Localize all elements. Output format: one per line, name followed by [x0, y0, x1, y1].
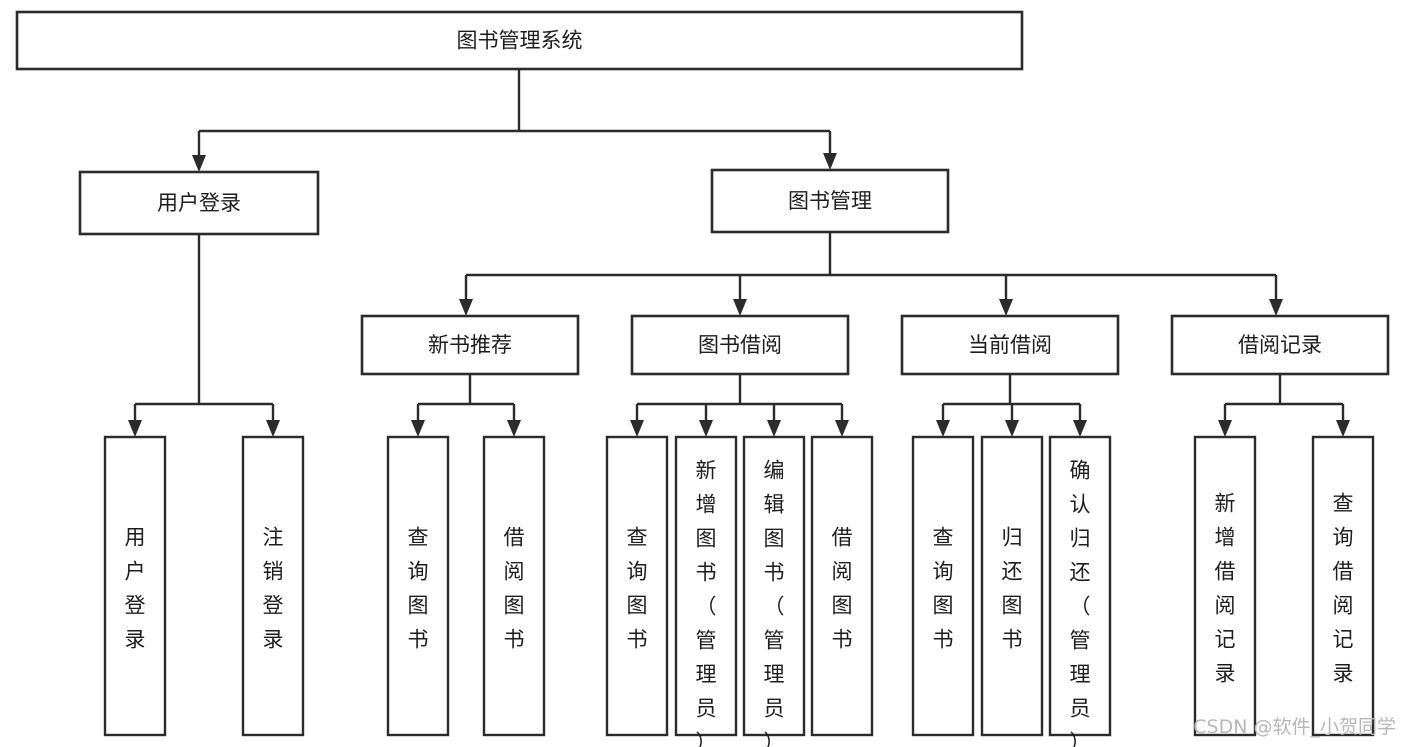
node-label-borrow-record: 借阅记录: [1238, 333, 1322, 357]
node-leaf-query-book-current[interactable]: 查询图书: [911, 435, 975, 737]
arrow-head-icon: [266, 420, 280, 437]
node-book-borrow[interactable]: 图书借阅: [630, 314, 850, 376]
node-leaf-query-book-borrow[interactable]: 查询图书: [605, 435, 669, 737]
node-root[interactable]: 图书管理系统: [15, 10, 1024, 71]
node-box-leaf-edit-book-admin[interactable]: [742, 435, 806, 737]
node-box-borrow-record[interactable]: [1170, 314, 1390, 376]
arrow-head-icon: [1073, 420, 1087, 437]
node-leaf-confirm-return-admin[interactable]: 确认归还（管理员）: [1048, 435, 1112, 747]
node-label-user-login: 用户登录: [157, 191, 241, 215]
arrow-head-icon: [192, 155, 206, 172]
node-leaf-edit-book-admin[interactable]: 编辑图书（管理员）: [742, 435, 806, 747]
node-label-leaf-query-book-borrow: 查询图书: [627, 526, 648, 652]
arrow-head-icon: [459, 299, 473, 316]
node-label-root: 图书管理系统: [457, 29, 583, 53]
node-box-leaf-query-book-borrow[interactable]: [605, 435, 669, 737]
node-leaf-borrow-book-recommend[interactable]: 借阅图书: [482, 435, 546, 737]
node-label-leaf-query-book-recommend: 查询图书: [408, 526, 429, 652]
node-box-current-borrow[interactable]: [900, 314, 1120, 376]
node-leaf-user-logout[interactable]: 注销登录: [241, 435, 305, 737]
node-leaf-borrow-book[interactable]: 借阅图书: [810, 435, 874, 737]
node-new-book-recommend[interactable]: 新书推荐: [360, 314, 580, 376]
arrow-head-icon: [1218, 420, 1232, 437]
node-box-leaf-borrow-book[interactable]: [810, 435, 874, 737]
node-label-book-borrow: 图书借阅: [698, 333, 782, 357]
arrow-head-icon: [733, 299, 747, 316]
node-label-leaf-user-login: 用户登录: [125, 526, 146, 652]
node-box-leaf-return-book[interactable]: [980, 435, 1044, 737]
node-label-leaf-borrow-book-recommend: 借阅图书: [504, 526, 525, 652]
arrow-head-icon: [699, 420, 713, 437]
node-leaf-add-book-admin[interactable]: 新增图书（管理员）: [674, 435, 738, 747]
csdn-watermark: CSDN @软件_小贺同学: [1193, 716, 1396, 738]
node-label-leaf-add-book-admin: 新增图书（管理员）: [696, 459, 717, 747]
node-box-leaf-query-book-current[interactable]: [911, 435, 975, 737]
node-label-leaf-add-borrow-record: 新增借阅记录: [1215, 492, 1236, 686]
node-label-leaf-query-book-current: 查询图书: [933, 526, 954, 652]
node-book-management[interactable]: 图书管理: [710, 168, 950, 234]
node-leaf-add-borrow-record[interactable]: 新增借阅记录: [1193, 435, 1257, 737]
connectors-layer: [128, 69, 1350, 437]
node-label-leaf-query-borrow-record: 查询借阅记录: [1333, 492, 1354, 686]
node-current-borrow[interactable]: 当前借阅: [900, 314, 1120, 376]
arrow-head-icon: [835, 420, 849, 437]
arrow-head-icon: [411, 420, 425, 437]
node-leaf-user-login[interactable]: 用户登录: [103, 435, 167, 737]
node-box-leaf-query-book-recommend[interactable]: [386, 435, 450, 737]
arrow-head-icon: [630, 420, 644, 437]
node-box-root[interactable]: [15, 10, 1024, 71]
node-label-current-borrow: 当前借阅: [968, 333, 1052, 357]
arrow-head-icon: [999, 299, 1013, 316]
node-leaf-query-book-recommend[interactable]: 查询图书: [386, 435, 450, 737]
node-leaf-query-borrow-record[interactable]: 查询借阅记录: [1311, 435, 1375, 737]
node-label-leaf-user-logout: 注销登录: [263, 526, 284, 652]
node-box-book-management[interactable]: [710, 168, 950, 234]
node-label-leaf-edit-book-admin: 编辑图书（管理员）: [764, 459, 785, 747]
arrow-head-icon: [1269, 299, 1283, 316]
node-box-book-borrow[interactable]: [630, 314, 850, 376]
arrow-head-icon: [936, 420, 950, 437]
node-label-new-book-recommend: 新书推荐: [428, 333, 512, 357]
node-user-login[interactable]: 用户登录: [78, 170, 320, 236]
node-box-leaf-confirm-return-admin[interactable]: [1048, 435, 1112, 737]
node-box-leaf-borrow-book-recommend[interactable]: [482, 435, 546, 737]
arrow-head-icon: [1005, 420, 1019, 437]
arrow-head-icon: [1336, 420, 1350, 437]
node-label-book-management: 图书管理: [788, 189, 872, 213]
arrow-head-icon: [507, 420, 521, 437]
arrow-head-icon: [823, 153, 837, 170]
node-box-user-login[interactable]: [78, 170, 320, 236]
arrow-head-icon: [767, 420, 781, 437]
node-box-leaf-user-logout[interactable]: [241, 435, 305, 737]
node-box-leaf-query-borrow-record[interactable]: [1311, 435, 1375, 737]
node-box-leaf-add-book-admin[interactable]: [674, 435, 738, 737]
node-borrow-record[interactable]: 借阅记录: [1170, 314, 1390, 376]
node-label-leaf-return-book: 归还图书: [1002, 526, 1023, 652]
node-box-leaf-add-borrow-record[interactable]: [1193, 435, 1257, 737]
node-box-new-book-recommend[interactable]: [360, 314, 580, 376]
node-label-leaf-confirm-return-admin: 确认归还（管理员）: [1070, 459, 1091, 747]
node-leaf-return-book[interactable]: 归还图书: [980, 435, 1044, 737]
node-label-leaf-borrow-book: 借阅图书: [832, 526, 853, 652]
nodes-layer: 图书管理系统用户登录图书管理新书推荐图书借阅当前借阅借阅记录用户登录注销登录查询…: [15, 10, 1390, 747]
arrow-head-icon: [128, 420, 142, 437]
node-box-leaf-user-login[interactable]: [103, 435, 167, 737]
